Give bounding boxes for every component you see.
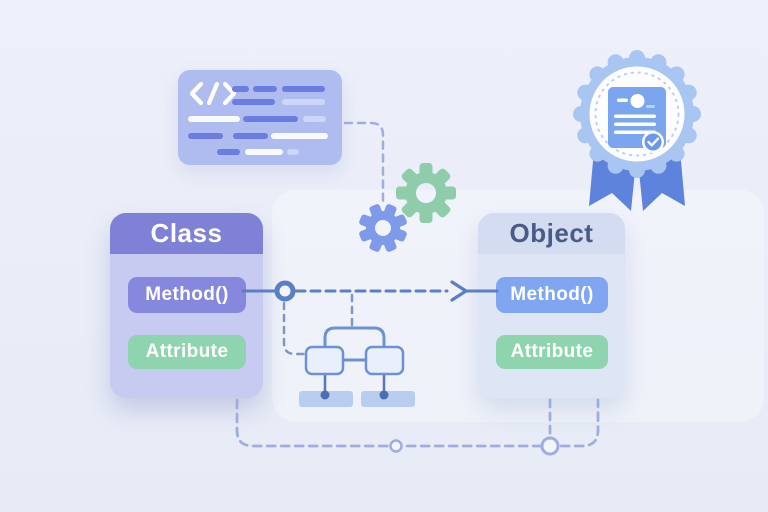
code-line-bar: [188, 116, 240, 122]
code-line-bar: [303, 116, 326, 122]
object-attribute-pill: Attribute: [496, 335, 608, 369]
code-line-bar: [243, 116, 298, 122]
code-line-bar: [217, 149, 240, 155]
code-line-bar: [188, 133, 223, 139]
badge-scalloped-ring: [573, 50, 701, 178]
object-method-pill: Method(): [496, 277, 608, 313]
class-attribute-pill: Attribute: [128, 335, 246, 369]
code-line-bar: [232, 99, 275, 105]
code-icon: [190, 82, 236, 105]
class-method-pill: Method(): [128, 277, 246, 313]
connector-node: [389, 439, 403, 453]
code-line-bar: [282, 86, 325, 92]
object-card-header: Object: [478, 213, 625, 254]
code-line-bar: [232, 86, 249, 92]
code-line-bar: [282, 99, 325, 105]
code-editor-card: [178, 70, 342, 165]
class-card-title: Class: [150, 218, 223, 248]
code-line-bar: [233, 133, 268, 139]
code-line-bar: [271, 133, 328, 139]
class-card: Class Method() Attribute: [110, 213, 263, 398]
checkmark-icon: [642, 131, 664, 153]
object-card-title: Object: [509, 218, 594, 248]
object-card: Object Method() Attribute: [478, 213, 625, 398]
code-line-bar: [253, 86, 277, 92]
connector-node: [540, 436, 560, 456]
badge-document: [608, 87, 666, 148]
code-line-bar: [287, 149, 299, 155]
class-card-header: Class: [110, 213, 263, 254]
certificate-badge-icon: [573, 50, 701, 211]
code-line-bar: [245, 149, 283, 155]
